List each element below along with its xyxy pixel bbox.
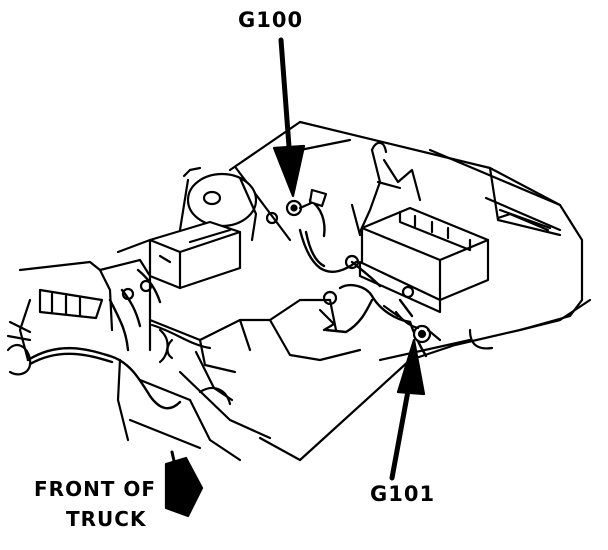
- fender-panel: [298, 120, 592, 362]
- g101-callout-arrow: [389, 338, 426, 481]
- air-cleaner: [116, 220, 242, 290]
- ground-point-g101: [382, 304, 442, 344]
- battery-bracket: [350, 141, 422, 237]
- wiring-harness: [26, 198, 428, 410]
- front-direction-arrow-icon: [164, 450, 204, 518]
- ground-point-g100: [265, 188, 328, 225]
- truck-label: TRUCK: [66, 507, 147, 531]
- front-of-truck-label: FRONT OF: [34, 477, 157, 501]
- g100-label: G100: [238, 8, 304, 32]
- g101-label: G101: [370, 482, 436, 506]
- engine-block: [98, 258, 362, 440]
- battery: [358, 206, 490, 314]
- brake-booster: [178, 166, 258, 242]
- frame-rails: [116, 338, 472, 462]
- fasteners: [121, 254, 415, 332]
- g100-callout-arrow: [272, 37, 306, 198]
